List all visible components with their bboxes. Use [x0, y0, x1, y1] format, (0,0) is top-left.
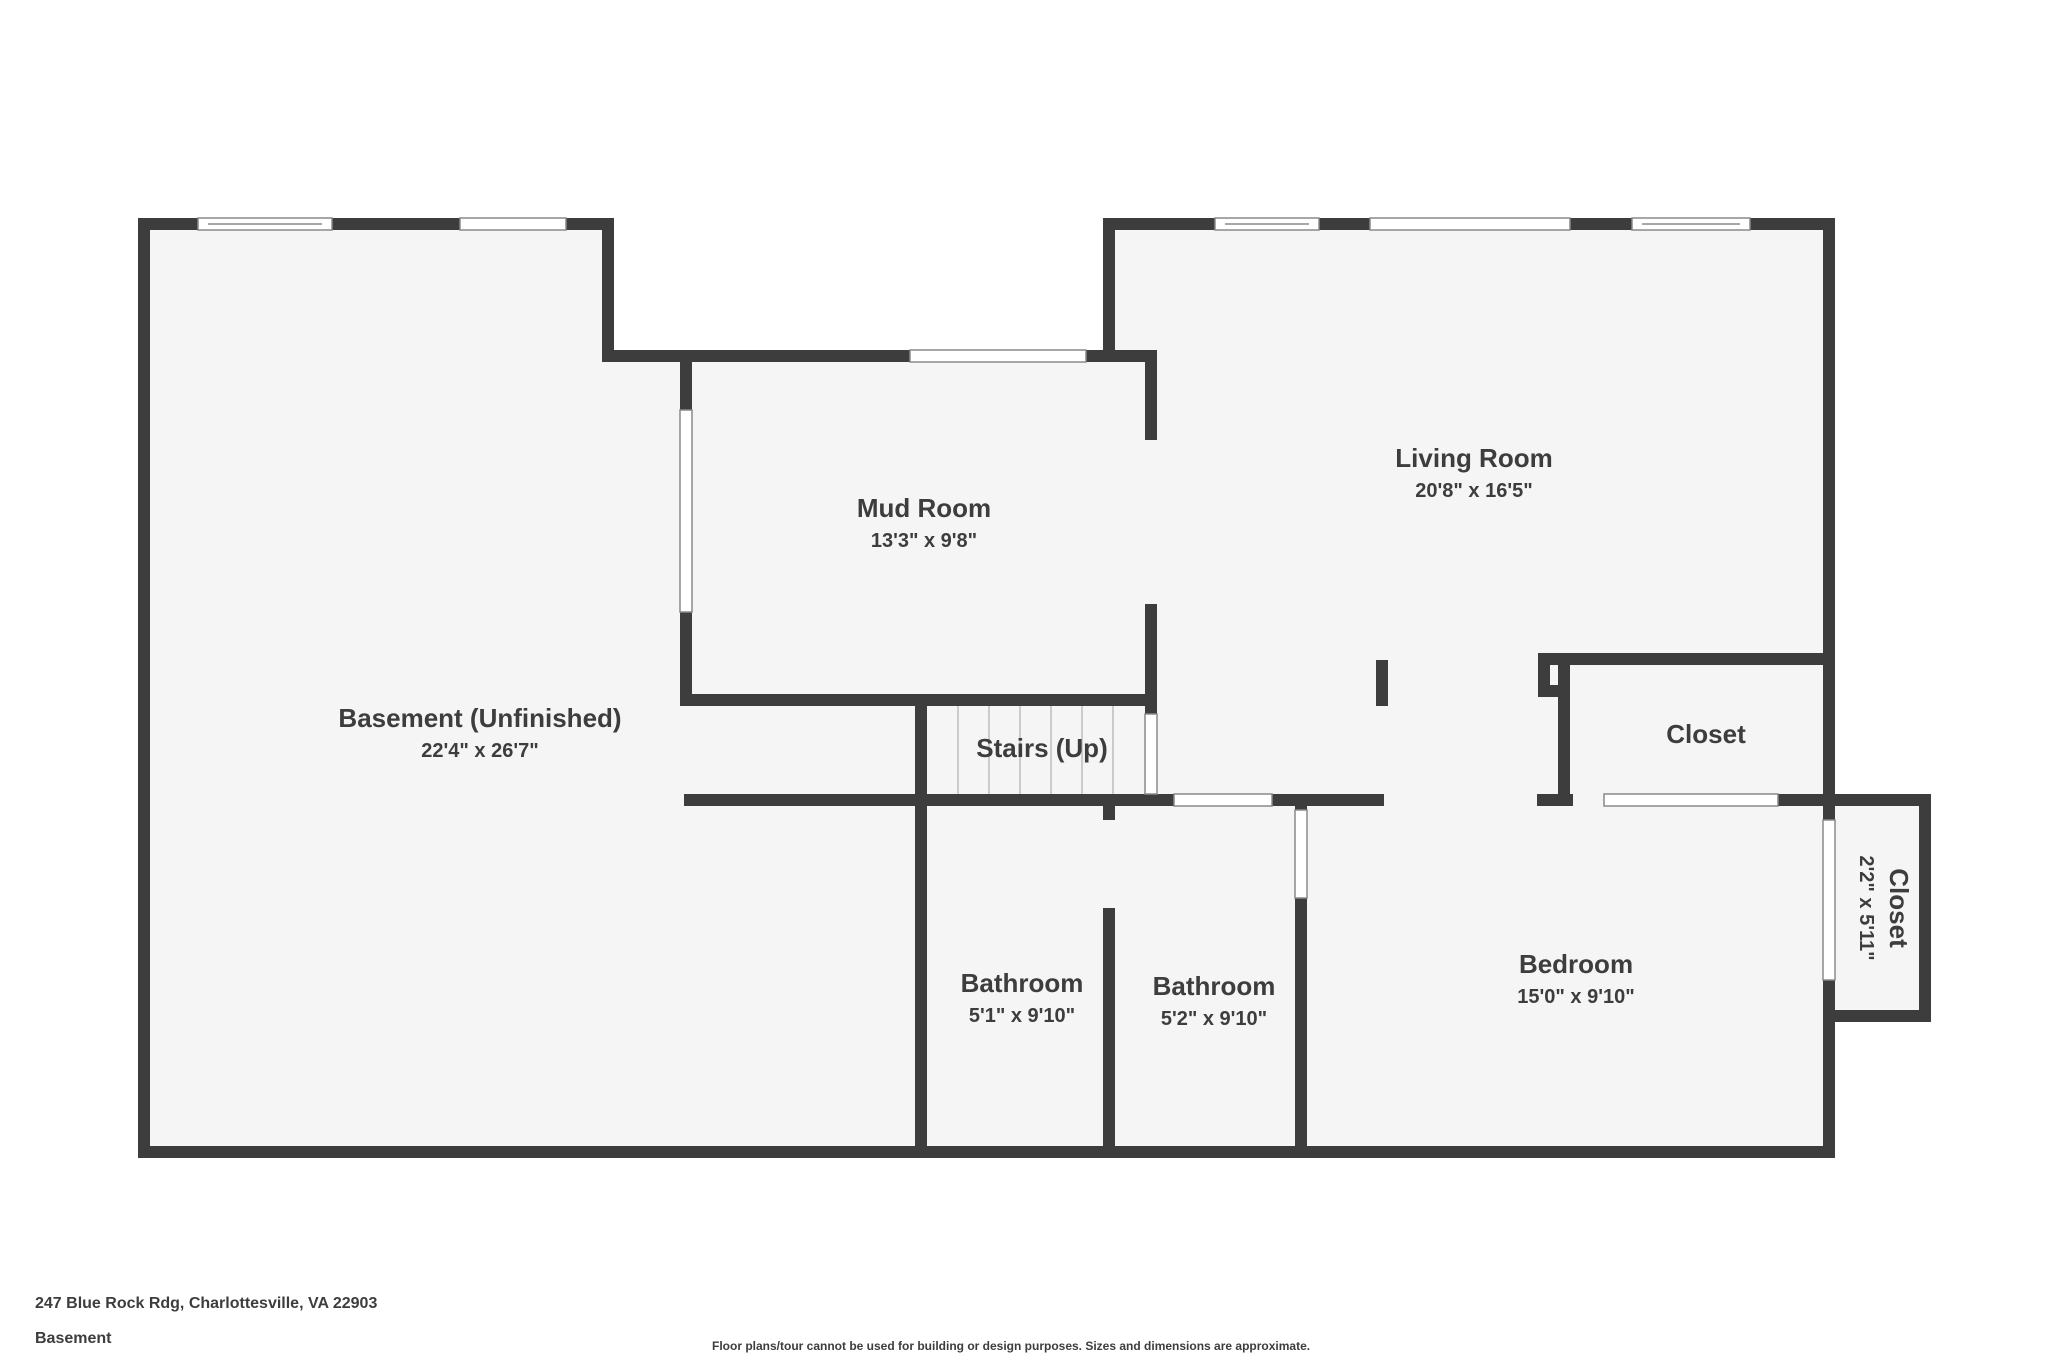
room-name-mud-room: Mud Room	[857, 493, 991, 523]
wall-bath-left	[915, 794, 927, 1158]
disclaimer-text: Floor plans/tour cannot be used for buil…	[712, 1339, 1311, 1353]
room-dims-closet-side: 2'2" x 5'11"	[1855, 855, 1877, 960]
wall-side-closet-bottom	[1823, 1010, 1931, 1022]
stair-treads	[957, 706, 1114, 794]
floor-level-label: Basement	[35, 1330, 112, 1347]
wall-notch-right	[1103, 218, 1115, 362]
door-stairs-right	[1144, 713, 1158, 795]
wall-mid-b	[1272, 794, 1384, 806]
door-basement-top	[459, 217, 567, 231]
wall-mid-d	[1778, 794, 1828, 806]
floor-fill	[143, 225, 1925, 1151]
wall-stairs-left	[915, 694, 927, 806]
wall-notch-left	[602, 218, 614, 362]
room-dims-living-room: 20'8" x 16'5"	[1415, 480, 1532, 502]
wall-side-closet-top	[1823, 794, 1931, 806]
wall-closet-hook-b	[1538, 685, 1568, 697]
room-dims-bathroom-2: 5'2" x 9'10"	[1161, 1008, 1267, 1030]
wall-closet-left	[1558, 653, 1570, 806]
room-name-bathroom-2: Bathroom	[1153, 971, 1276, 1001]
room-name-living-room: Living Room	[1395, 443, 1552, 473]
room-dims-bedroom: 15'0" x 9'10"	[1517, 986, 1634, 1008]
wall-mid-a	[684, 794, 1174, 806]
wall-bath-divider	[1103, 908, 1115, 1158]
room-name-basement: Basement (Unfinished)	[338, 703, 621, 733]
wall-bath-right	[1295, 794, 1307, 810]
side-closet-label: Closet 2'2" x 5'11"	[1855, 855, 1914, 960]
openings	[197, 217, 1836, 981]
door-bath-right	[1294, 809, 1308, 899]
room-name-bedroom: Bedroom	[1519, 949, 1633, 979]
room-name-closet-upper: Closet	[1666, 719, 1746, 749]
wall-living-stub	[1376, 660, 1388, 706]
room-name-bathroom-1: Bathroom	[961, 968, 1084, 998]
wall-mud-right-b	[1145, 604, 1157, 706]
wall-mud-left-a	[680, 350, 692, 410]
floor-main	[143, 225, 1829, 1151]
room-labels: Basement (Unfinished) 22'4" x 26'7" Mud …	[338, 443, 1914, 1030]
floor-side-closet	[1829, 801, 1925, 1016]
door-bath-top	[1173, 793, 1273, 807]
property-address: 247 Blue Rock Rdg, Charlottesville, VA 2…	[35, 1295, 378, 1312]
room-dims-basement: 22'4" x 26'7"	[421, 740, 538, 762]
door-side-closet	[1822, 819, 1836, 981]
room-dims-bathroom-1: 5'1" x 9'10"	[969, 1005, 1075, 1027]
wall-bath-stub	[1103, 806, 1115, 820]
room-name-stairs: Stairs (Up)	[976, 733, 1107, 763]
room-name-closet-side: Closet	[1884, 868, 1914, 948]
wall-outer-bottom	[138, 1146, 1835, 1158]
window-mud-top	[909, 349, 1087, 363]
wall-closet-top	[1538, 653, 1828, 665]
window-mud-left	[679, 409, 693, 613]
wall-mud-right-a	[1145, 350, 1157, 440]
window-living-2	[1369, 217, 1571, 231]
wall-outer-left	[138, 218, 150, 1158]
wall-bath-right-b	[1295, 898, 1307, 1158]
room-dims-mud-room: 13'3" x 9'8"	[871, 530, 977, 552]
door-closet-bottom	[1603, 793, 1779, 807]
wall-side-closet-right	[1919, 794, 1931, 1022]
wall-mud-left-b	[680, 612, 692, 706]
